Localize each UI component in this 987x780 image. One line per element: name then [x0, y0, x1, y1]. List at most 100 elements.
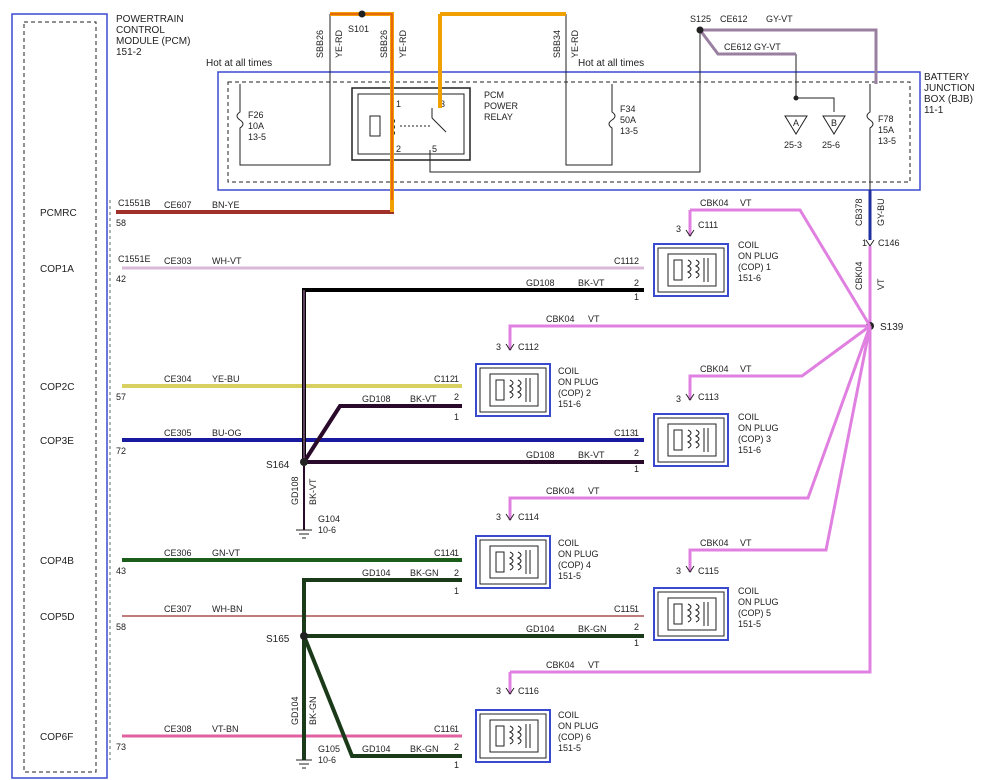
- relay-pin-2: 2: [396, 144, 401, 154]
- gy-bu-label: GY-BU: [876, 198, 886, 226]
- gd108-label-3: GD108: [526, 450, 555, 460]
- pin-cop2c: 57: [116, 392, 126, 402]
- svg-text:1: 1: [634, 638, 639, 648]
- cbk04-vertical: CBK04: [854, 261, 864, 290]
- f34-name: F34: [620, 104, 636, 114]
- svg-text:1: 1: [454, 412, 459, 422]
- g105-ref: 10-6: [318, 755, 336, 765]
- vt-label-5: VT: [740, 538, 752, 548]
- svg-text:151-6: 151-6: [738, 445, 761, 455]
- svg-text:ON PLUG: ON PLUG: [558, 377, 599, 387]
- relay-label-2: POWER: [484, 101, 519, 111]
- coil-4-label: COIL ON PLUG (COP) 4 151-5: [558, 538, 599, 581]
- cbk04-label-4: CBK04: [546, 486, 575, 496]
- pcm-cop4b: COP4B: [40, 556, 74, 567]
- pin-cop1a: 42: [116, 274, 126, 284]
- color-pcmrc: BN-YE: [212, 200, 240, 210]
- vt-label-6: VT: [588, 660, 600, 670]
- gd108-label-2: GD108: [362, 394, 391, 404]
- c116-top: C116: [518, 686, 539, 696]
- color-cop3e: BU-OG: [212, 428, 242, 438]
- vt-label-1: VT: [740, 198, 752, 208]
- circuit-cop5d: COP5D 58 CE307 WH-BN: [40, 604, 243, 632]
- pin-cop4b: 43: [116, 566, 126, 576]
- bjb-title-1: BATTERY: [924, 72, 970, 83]
- pcm-cop1a: COP1A: [40, 264, 74, 275]
- svg-text:3: 3: [496, 686, 501, 696]
- ground-b-letter: B: [831, 118, 837, 128]
- svg-text:ON PLUG: ON PLUG: [738, 423, 779, 433]
- hot-label-2: Hot at all times: [578, 58, 644, 69]
- f78-ref: 13-5: [878, 136, 896, 146]
- ground-b-ref: 25-6: [822, 140, 840, 150]
- splice-s165: S165: [266, 634, 290, 645]
- pcm-cop2c: COP2C: [40, 382, 74, 393]
- pcm-cop6f: COP6F: [40, 732, 73, 743]
- svg-text:3: 3: [676, 224, 681, 234]
- pin-cop3e: 72: [116, 446, 126, 456]
- ground-a-letter: A: [793, 118, 799, 128]
- splice-s125: S125: [690, 14, 711, 24]
- c114-top: C114: [518, 512, 539, 522]
- circuit-cop2c: COP2C 57 CE304 YE-BU: [40, 374, 240, 402]
- svg-text:(COP) 5: (COP) 5: [738, 608, 771, 618]
- circ-pcmrc: CE607: [164, 200, 192, 210]
- svg-text:1: 1: [454, 760, 459, 770]
- ye-rd-right: YE-RD: [398, 29, 408, 58]
- svg-text:1: 1: [454, 724, 459, 734]
- pin-cop5d: 58: [116, 622, 126, 632]
- svg-text:2: 2: [634, 256, 639, 266]
- f26-name: F26: [248, 110, 264, 120]
- svg-text:151-5: 151-5: [558, 743, 581, 753]
- cbk04-label-2: CBK04: [546, 314, 575, 324]
- c116-wire-label: C116: [434, 724, 455, 734]
- sbb34: SBB34: [552, 30, 562, 58]
- svg-text:(COP) 6: (COP) 6: [558, 732, 591, 742]
- hot-label-1: Hot at all times: [206, 58, 272, 69]
- pcm-title-1: POWERTRAIN: [116, 14, 184, 25]
- cbk04-label-3: CBK04: [700, 364, 729, 374]
- pin-pcmrc: 58: [116, 218, 126, 228]
- pin-cop6f: 73: [116, 742, 126, 752]
- c113-wire-label: C113: [614, 428, 635, 438]
- coil-6-label: COIL ON PLUG (COP) 6 151-5: [558, 710, 599, 753]
- svg-text:2: 2: [634, 622, 639, 632]
- color-cop5d: WH-BN: [212, 604, 243, 614]
- bk-vt-label-1: BK-VT: [578, 278, 605, 288]
- c112-top: C112: [518, 342, 539, 352]
- ce612-top: CE612: [720, 14, 748, 24]
- f26-ref: 13-5: [248, 132, 266, 142]
- coil-2-label: COIL ON PLUG (COP) 2 151-6: [558, 366, 599, 409]
- coil-1-label: COIL ON PLUG (COP) 1 151-6: [738, 240, 779, 283]
- bk-gn-label-2: BK-GN: [578, 624, 607, 634]
- svg-text:2: 2: [454, 742, 459, 752]
- cbk04-label-1: CBK04: [700, 198, 729, 208]
- color-cop6f: VT-BN: [212, 724, 239, 734]
- svg-text:3: 3: [676, 394, 681, 404]
- cb378-label: CB378: [854, 198, 864, 226]
- c114-wire-label: C114: [434, 548, 455, 558]
- bk-vt-label-2: BK-VT: [410, 394, 437, 404]
- svg-text:COIL: COIL: [738, 586, 759, 596]
- circ-cop6f: CE308: [164, 724, 192, 734]
- svg-text:(COP) 2: (COP) 2: [558, 388, 591, 398]
- svg-text:ON PLUG: ON PLUG: [738, 597, 779, 607]
- svg-text:2: 2: [454, 392, 459, 402]
- svg-text:2: 2: [634, 448, 639, 458]
- gd104-label-1: GD104: [362, 568, 391, 578]
- circ-cop3e: CE305: [164, 428, 192, 438]
- bjb-title-3: BOX (BJB): [924, 94, 973, 105]
- coil-pin-numbers: 3 2 2 1 3 1 2 1 3 1 2 1 3 1 2 1 3 1 2 1 …: [454, 224, 681, 770]
- cbk04-label-5: CBK04: [700, 538, 729, 548]
- c115-wire-label: C115: [614, 604, 635, 614]
- relay-pin-5: 5: [432, 144, 437, 154]
- svg-text:2: 2: [634, 278, 639, 288]
- c112-wire-label: C112: [434, 374, 455, 384]
- vt-label-3: VT: [740, 364, 752, 374]
- gd104-label-2: GD104: [526, 624, 555, 634]
- circuit-cop3e: COP3E 72 CE305 BU-OG: [40, 428, 242, 456]
- f26-rating: 10A: [248, 121, 264, 131]
- svg-text:3: 3: [496, 342, 501, 352]
